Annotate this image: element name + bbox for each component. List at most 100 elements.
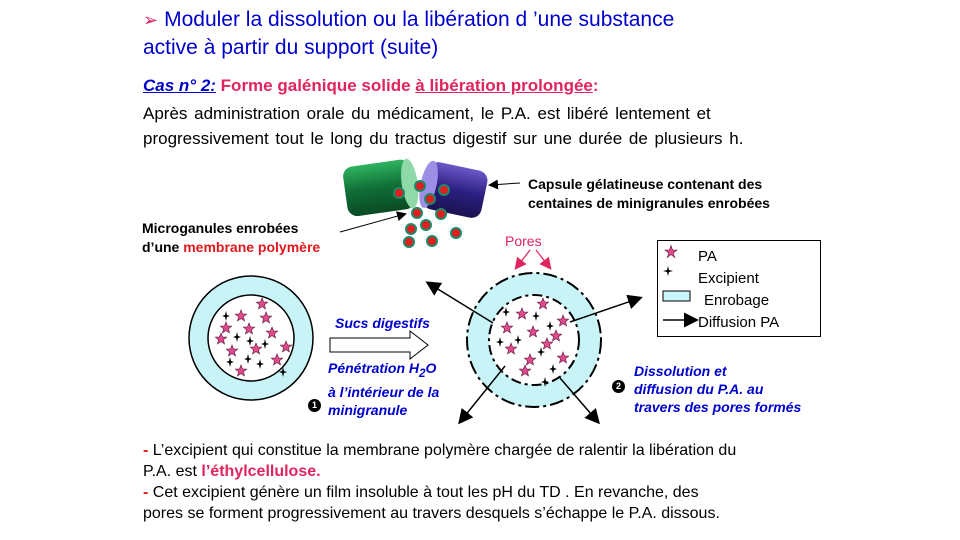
pa-star [279,340,293,353]
excipient-mark [549,364,557,374]
excipient-mark [537,347,545,357]
step2-line-3: travers des pores formés [634,399,802,415]
excipient-mark [226,357,234,367]
excipient-mark [546,321,554,331]
minigranule-dot [420,219,432,231]
pa-star [504,342,518,355]
note-1-line-2: P.A. est [143,463,202,480]
pa-star [219,321,233,334]
digestive-juice-arrow [329,329,429,361]
pa-star [518,364,532,377]
minigranule-dot [393,187,405,199]
pa-star [270,353,284,366]
title-line-1: Moduler la dissolution ou la libération … [164,8,675,31]
note-2-dash: - [143,484,149,501]
legend-coating-swatch [662,290,691,302]
minigranule-dot [426,235,438,247]
pa-star [225,344,239,357]
excipient-mark [246,336,254,346]
step1-line-3: minigranule [328,401,408,418]
slide-title: ➢Moduler la dissolution ou la libération… [143,6,923,61]
excipient-mark [261,339,269,349]
note-2: - Cet excipient génère un film insoluble… [143,482,943,524]
intro-line-1: Après administration orale du médicament… [143,104,711,123]
microgranule-label-highlight: membrane polymère [183,239,321,255]
pa-star [242,322,256,335]
note-2-line-2: pores se forment progressivement au trav… [143,505,720,522]
pa-star [556,314,570,327]
digestive-juice-label: Sucs digestifs [335,315,430,331]
title-line-2: active à partir du support (suite) [143,36,439,59]
note-2-line-1: Cet excipient génère un film insoluble à… [148,484,699,501]
minigranules [393,180,462,248]
step1-text: Pénétration H2O à l’intérieur de la mini… [328,359,439,419]
pa-star [536,297,550,310]
diffusion-arrow-4 [559,377,600,425]
pore-arrow-left [514,249,531,270]
note-1: - L’excipient qui constitue la membrane … [143,440,943,482]
intact-minigranule [188,275,314,401]
pa-star [265,326,279,339]
bottom-notes: - L’excipient qui constitue la membrane … [143,440,943,524]
step2-line-2: diffusion du P.A. au [634,381,764,397]
minigranule-dot [414,180,426,192]
excipient-mark [279,367,287,377]
note-1-dash: - [143,442,149,459]
step1-line-1-end: O [425,360,437,376]
pa-star [540,337,554,350]
pores-label: Pores [505,233,542,249]
pa-star [259,311,273,324]
legend-item-diffusion: Diffusion PA [698,314,780,331]
diffusion-arrow-3 [458,365,506,425]
legend-item-excipient: Excipient [698,270,759,287]
excipient-mark [532,311,540,321]
pa-star [214,332,228,345]
pa-star [523,353,537,366]
microgranule-leader-line [339,211,407,233]
capsule-leader-line [488,179,521,190]
microgranule-label-line-1: Microganules enrobées [142,220,299,236]
pa-star [234,364,248,377]
pore-arrow-right [535,249,552,270]
intro-line-2: progressivement tout le long du tractus … [143,129,744,148]
pa-star [249,342,263,355]
excipient-mark [496,337,504,347]
legend-symbols [662,244,699,328]
note-1-line-1: L’excipient qui constitue la membrane po… [148,442,737,459]
capsule-label-line-1: Capsule gélatineuse contenant des [528,176,763,192]
legend-excipient-icon [663,266,673,276]
step2-badge: 2 [612,380,625,393]
excipient-mark [514,335,522,345]
case-number: Cas n° 2: [143,76,216,95]
minigranule-dot [424,193,436,205]
minigranule-dot [450,227,462,239]
minigranule-dot [405,223,417,235]
step1-line-2: à l’intérieur de la [328,383,440,400]
legend-item-enrobage: Enrobage [704,292,770,309]
pa-star [234,309,248,322]
capsule-label-line-2: centaines de minigranules enrobées [528,195,770,211]
step2-text: Dissolution et diffusion du P.A. au trav… [634,362,801,416]
step1-line-1: Pénétration H [328,360,420,376]
legend: PA Excipient Enrobage Diffusion PA [657,240,821,337]
minigranule-dot [438,184,450,196]
bullet-arrow-icon: ➢ [143,10,159,30]
pa-star [255,297,269,310]
capsule-label: Capsule gélatineuse contenant des centai… [528,175,770,213]
intro-text: Après administration orale du médicament… [143,101,933,151]
pa-star [500,321,514,334]
case-prefix: Forme galénique solide [220,76,416,95]
diffusion-arrow-2 [569,294,643,323]
note-1-highlight: l’éthylcellulose. [201,463,321,480]
pa-star [549,329,563,342]
pa-star [526,325,540,338]
step1-badge: 1 [308,399,321,412]
minigranule-dot [435,208,447,220]
excipient-mark [541,377,549,387]
pa-star [515,307,529,320]
minigranule-dot [403,236,415,248]
case-underlined: à libération prolongée [415,76,593,95]
excipient-mark [502,307,510,317]
legend-pa-star-icon [664,244,678,259]
minigranule-dot [411,207,423,219]
